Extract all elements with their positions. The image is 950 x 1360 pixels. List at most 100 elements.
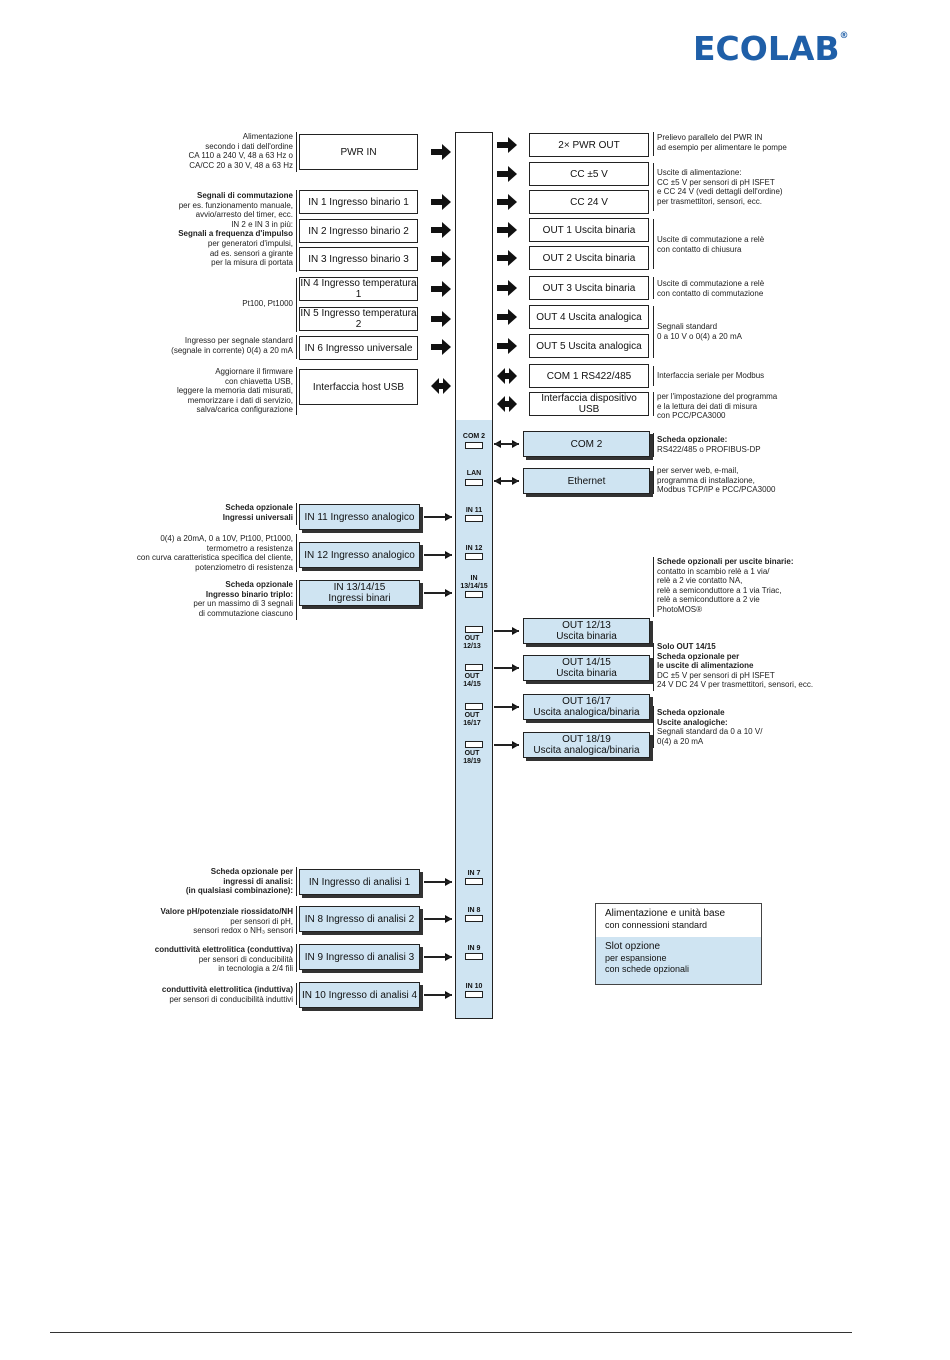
arrow-in4: [431, 281, 451, 297]
note-r-serial: Interfaccia seriale per Modbus: [657, 371, 765, 380]
note-ind-body: per sensori di conducibilità induttivi: [169, 994, 293, 1004]
note-r-only-title: Solo OUT 14/15 Scheda opzionale per le u…: [657, 642, 754, 671]
bracket-r-pwr: [653, 132, 654, 156]
legend: Alimentazione e unità base con connessio…: [595, 903, 762, 985]
ecolab-logo: ECOLAB®: [693, 29, 849, 68]
out2-box: OUT 2 Uscita binaria: [529, 246, 649, 270]
bracket-triple: [296, 580, 297, 620]
slot-in8-connector: [465, 915, 483, 922]
legend-slot-body: per espansione con schede opzionali: [605, 953, 690, 974]
arrow-in5: [431, 311, 451, 327]
bracket-switch: [296, 190, 297, 272]
legend-slot-title: Slot opzione: [605, 941, 661, 952]
bracket-std-signal: [296, 335, 297, 359]
slot-in11-connector: [465, 515, 483, 522]
note-ph: Valore pH/potenziale riossidato/NH per s…: [161, 907, 293, 936]
note-std-signal: Ingresso per segnale standard (segnale i…: [171, 336, 293, 355]
registered-mark: ®: [839, 31, 849, 41]
in6-box: IN 6 Ingresso universale: [299, 336, 418, 360]
note-cond: conduttività elettrolitica (conduttiva) …: [155, 945, 293, 974]
note-r-supply: Uscite di alimentazione: CC ±5 V per sen…: [657, 168, 783, 206]
note-r-relay1: Uscite di commutazione a relè con contat…: [657, 235, 765, 254]
legend-base-title: Alimentazione e unità base: [605, 908, 726, 919]
out3-box: OUT 3 Uscita binaria: [529, 276, 649, 300]
note-univ-body: 0(4) a 20mA, 0 a 10V, Pt100, Pt1000, ter…: [136, 534, 293, 572]
note-ph-body: per sensori di pH, sensori redox o NH₃ s…: [193, 916, 293, 936]
note-r-only: Solo OUT 14/15 Scheda opzionale per le u…: [657, 642, 813, 690]
note-univ-title: Scheda opzionale Ingressi universali: [222, 503, 293, 522]
bracket-univ-body: [296, 534, 297, 572]
in10-option-box: IN 10 Ingresso di analisi 4: [299, 982, 420, 1008]
note-switch-title: Segnali di commutazione: [196, 191, 293, 200]
bracket-usb: [296, 367, 297, 415]
in4-box: IN 4 Ingresso temperatura 1: [299, 277, 418, 301]
bracket-power: [296, 132, 297, 172]
ethernet-option-box: Ethernet: [523, 468, 650, 494]
note-r-pwr-out: Prelievo parallelo del PWR IN ad esempio…: [657, 133, 787, 152]
note-r-analog-body: Segnali standard da 0 a 10 V/ 0(4) a 20 …: [657, 727, 763, 746]
in2-box: IN 2 Ingresso binario 2: [299, 219, 418, 243]
out5-box: OUT 5 Uscita analogica: [529, 334, 649, 358]
usb-device-box: Interfaccia dispositivo USB: [529, 392, 649, 416]
cc5-box: CC ±5 V: [529, 162, 649, 186]
arrow-cc5: [497, 166, 517, 182]
in11-option-box: IN 11 Ingresso analogico: [299, 504, 420, 530]
slot-in8-label: IN 8: [467, 907, 481, 914]
footer-rule: [50, 1332, 852, 1333]
legend-base: Alimentazione e unità base con connessio…: [596, 904, 761, 938]
slot-out1819-label: OUT 18/19: [463, 750, 481, 765]
arrow-out3: [497, 280, 517, 296]
slot-in9-label: IN 9: [467, 945, 481, 952]
slot-in10-label: IN 10: [465, 983, 483, 990]
in7-option-box: IN Ingresso di analisi 1: [299, 869, 420, 895]
cc24-box: CC 24 V: [529, 190, 649, 214]
bracket-r-supply: [653, 163, 654, 211]
arrow-pwr: [431, 144, 451, 160]
com1-box: COM 1 RS422/485: [529, 364, 649, 388]
slot-lan-label: LAN: [466, 470, 482, 477]
note-r-only-body: DC ±5 V per sensori di pH ISFET 24 V DC …: [657, 670, 814, 690]
in5-box: IN 5 Ingresso temperatura 2: [299, 307, 418, 331]
bracket-univ: [296, 503, 297, 525]
note-switch: Segnali di commutazione per es. funziona…: [178, 191, 293, 268]
out1819-option-box: OUT 18/19 Uscita analogica/binaria: [523, 732, 650, 758]
note-r-bin-title: Schede opzionali per uscite binarie:: [657, 557, 794, 566]
note-ind: conduttività elettrolitica (induttiva) p…: [162, 985, 293, 1004]
bracket-r-relay2: [653, 277, 654, 299]
legend-slot: Slot opzione per espansione con schede o…: [596, 937, 761, 984]
slot-in7-connector: [465, 878, 483, 885]
arrow-in2: [431, 222, 451, 238]
arrow-com1: [497, 368, 517, 384]
slot-in12-label: IN 12: [465, 545, 483, 552]
note-r-com2-title: Scheda opzionale:: [657, 435, 728, 444]
slot-in12-connector: [465, 553, 483, 560]
bracket-ind: [296, 983, 297, 1005]
arrow-out4: [497, 309, 517, 325]
arrow-cc24: [497, 194, 517, 210]
arrow-in3: [431, 251, 451, 267]
note-switch-body: per es. funzionamento manuale, avvio/arr…: [178, 200, 293, 229]
arrow-in6: [431, 339, 451, 355]
bracket-r-eth: [653, 466, 654, 494]
note-ind-title: conduttività elettrolitica (induttiva): [161, 985, 293, 994]
in131415-option-box: IN 13/14/15 Ingressi binari: [299, 580, 420, 606]
note-usb: Aggiornare il firmware con chiavetta USB…: [176, 367, 293, 415]
in9-option-box: IN 9 Ingresso di analisi 3: [299, 944, 420, 970]
pwr-in-box: PWR IN: [299, 134, 418, 170]
com2-option-box: COM 2: [523, 431, 650, 457]
note-r-bin-body: contatto in scambio relè a 1 via/ relè a…: [657, 566, 782, 614]
slot-lan-connector: [465, 479, 483, 486]
slot-out1213-connector: [465, 626, 483, 633]
note-r-analog-title: Scheda opzionale Uscite analogiche:: [657, 708, 728, 727]
arrow-out2: [497, 250, 517, 266]
slot-in10-connector: [465, 991, 483, 998]
note-triple: Scheda opzionale Ingresso binario triplo…: [193, 580, 293, 618]
bracket-ph: [296, 906, 297, 934]
slot-com2-label: COM 2: [462, 433, 486, 440]
slot-out1415-connector: [465, 664, 483, 671]
in1-box: IN 1 Ingresso binario 1: [299, 190, 418, 214]
out1415-option-box: OUT 14/15 Uscita binaria: [523, 655, 650, 681]
bracket-r-only: [653, 643, 654, 691]
bracket-cond: [296, 944, 297, 972]
